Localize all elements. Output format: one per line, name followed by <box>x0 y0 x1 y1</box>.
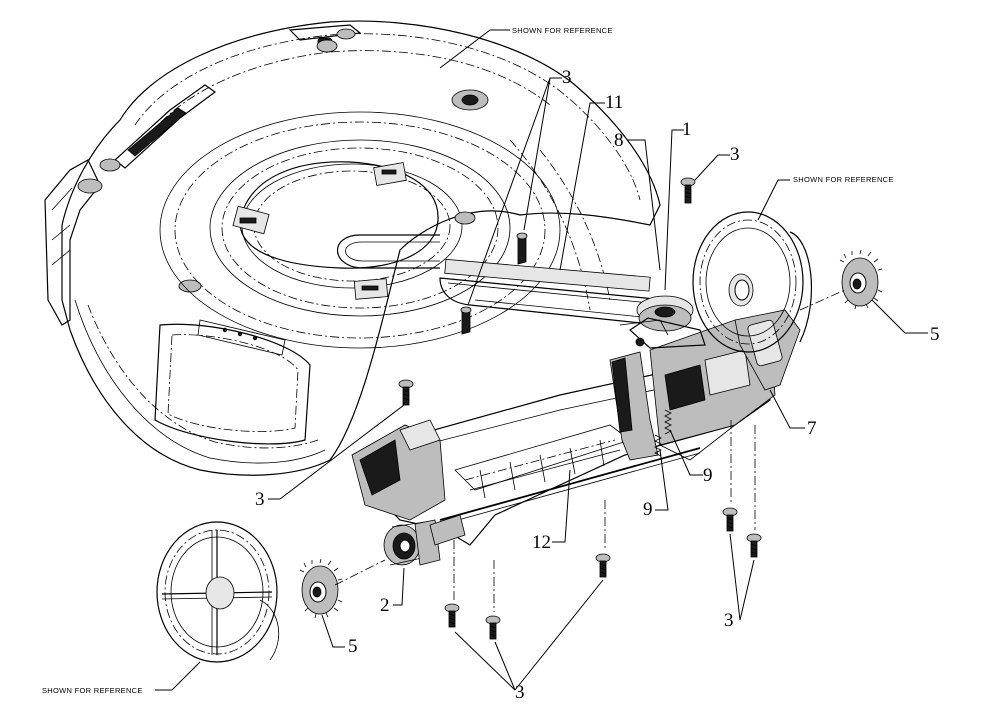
drive-pulley <box>619 295 706 349</box>
callout-1: 1 <box>682 119 692 140</box>
callout-5: 5 <box>348 636 358 657</box>
leader-lines <box>155 29 928 691</box>
callout-12: 12 <box>532 532 551 553</box>
axis-line-left <box>334 559 386 586</box>
shaft-spline <box>429 514 466 546</box>
callout-3: 3 <box>562 67 572 88</box>
bolt-bottom-5 <box>746 533 762 558</box>
callout-3: 3 <box>730 144 740 165</box>
alignment-lines <box>453 420 756 612</box>
bolt-bottom-3 <box>485 615 501 640</box>
gearbox-housing <box>351 309 801 546</box>
callout-9: 9 <box>703 465 713 486</box>
mower-deck <box>44 20 661 476</box>
callout-7: 7 <box>807 418 817 439</box>
bolt-bottom-4 <box>722 507 738 532</box>
callout-5: 5 <box>930 324 940 345</box>
bolt-top-left <box>460 306 472 335</box>
pinion-gear-left <box>299 558 343 619</box>
front-wheel-left <box>156 521 279 663</box>
callout-9: 9 <box>643 499 653 520</box>
callout-3: 3 <box>515 682 525 703</box>
callout-3: 3 <box>724 610 734 631</box>
spring-9b <box>654 434 662 457</box>
spring-9a <box>664 409 672 435</box>
reference-label-front-wheel: SHOWN FOR REFERENCE <box>42 686 143 695</box>
drive-belt <box>439 258 671 326</box>
bolt-bottom-2 <box>444 603 460 628</box>
pinion-gear-right <box>839 249 883 310</box>
axis-line-right <box>799 289 846 311</box>
reference-label-deck: SHOWN FOR REFERENCE <box>512 26 613 35</box>
callout-8: 8 <box>614 130 624 151</box>
callout-11: 11 <box>605 92 623 113</box>
bolt-left <box>398 379 414 406</box>
bolt-bottom-1 <box>595 553 611 578</box>
callout-2: 2 <box>380 595 390 616</box>
callout-labels: 3 11 8 1 3 5 7 9 9 12 3 2 5 3 3 SHOWN FO… <box>42 26 940 703</box>
bolt-top <box>516 232 528 265</box>
reference-label-rear-wheel: SHOWN FOR REFERENCE <box>793 175 894 184</box>
bolt-upper-right <box>680 177 696 204</box>
callout-3: 3 <box>255 489 265 510</box>
rear-wheel-right <box>692 211 813 353</box>
